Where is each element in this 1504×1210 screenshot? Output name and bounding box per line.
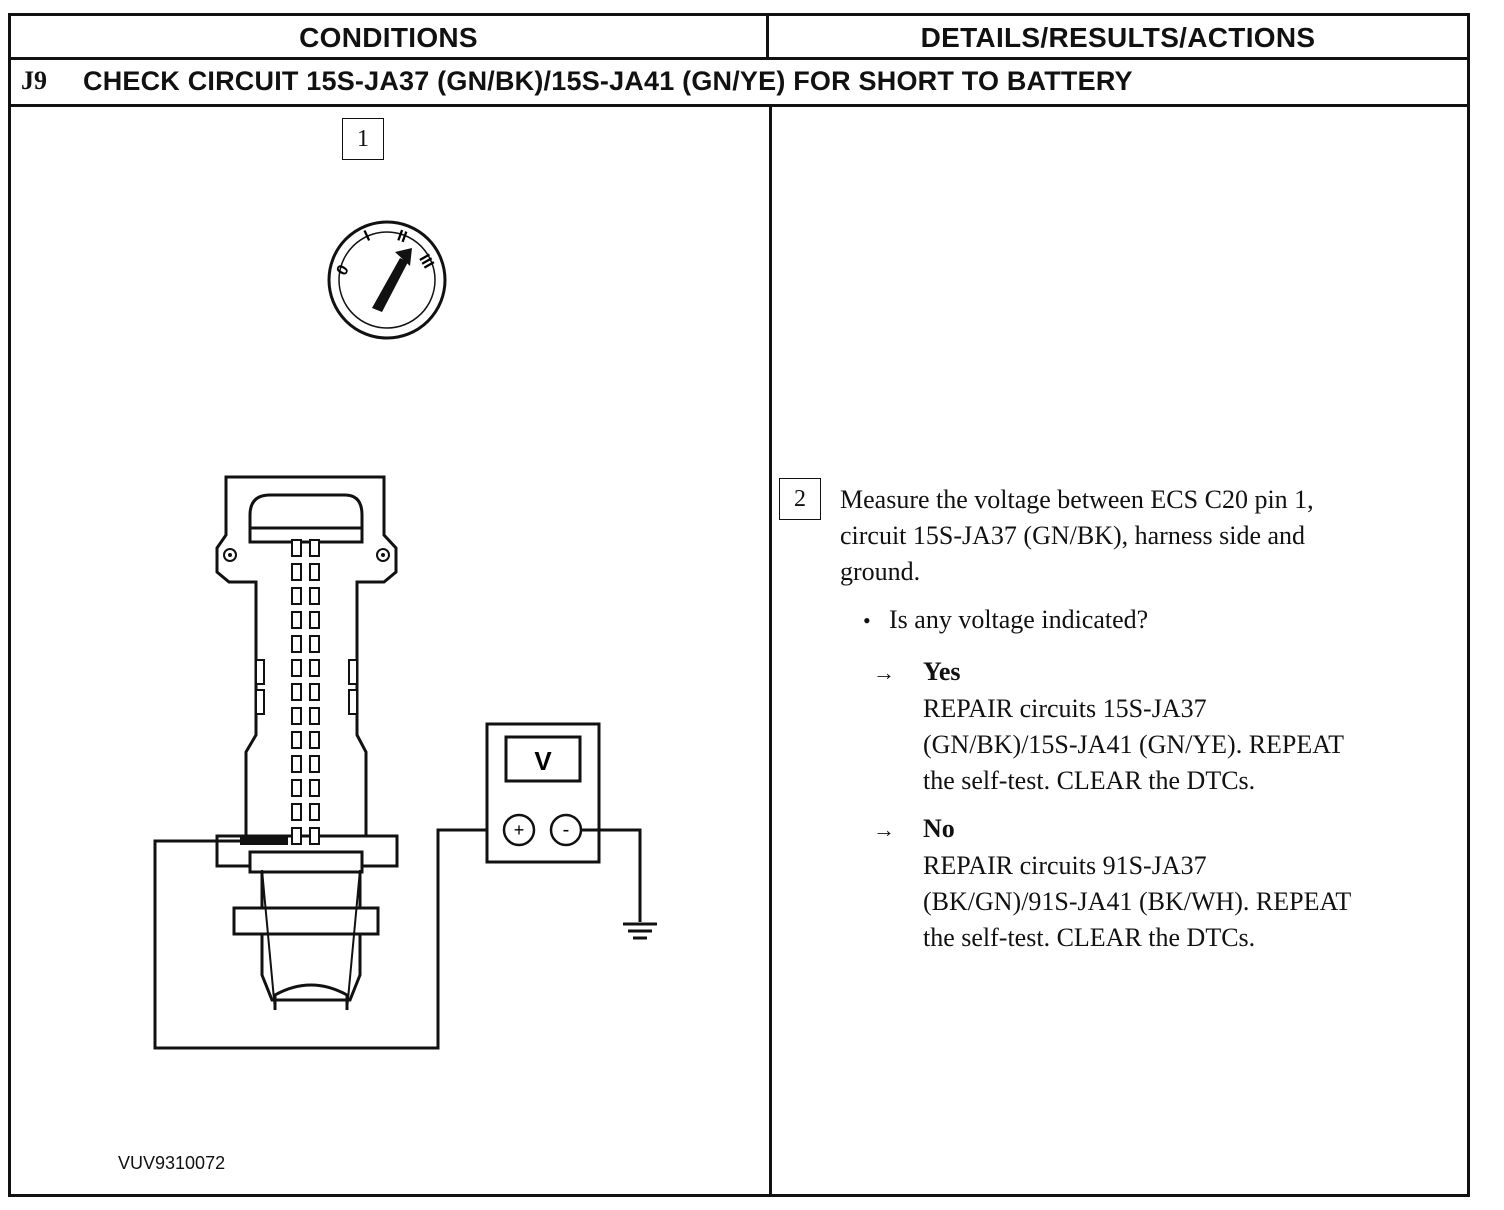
header-conditions: CONDITIONS <box>11 16 769 57</box>
yes-line-3: the self-test. CLEAR the DTCs. <box>923 766 1256 795</box>
step-title: CHECK CIRCUIT 15S-JA37 (GN/BK)/15S-JA41 … <box>83 66 1133 96</box>
question-text: Is any voltage indicated? <box>889 605 1149 634</box>
connector-pin <box>291 731 302 749</box>
instruction-line-2: circuit 15S-JA37 (GN/BK), harness side a… <box>840 521 1306 550</box>
yes-line-2: (GN/BK)/15S-JA41 (GN/YE). REPEAT <box>923 730 1345 759</box>
yes-line-1: REPAIR circuits 15S-JA37 <box>923 694 1207 723</box>
instruction-text: Measure the voltage between ECS C20 pin … <box>840 482 1450 590</box>
connector-pin <box>309 611 320 629</box>
connector-pin <box>309 707 320 725</box>
meter-plus-terminal: + <box>514 820 525 840</box>
no-line-1: REPAIR circuits 91S-JA37 <box>923 851 1207 880</box>
no-line-3: the self-test. CLEAR the DTCs. <box>923 923 1256 952</box>
connector-pin <box>291 659 302 677</box>
connector-pin <box>309 683 320 701</box>
instruction-line-1: Measure the voltage between ECS C20 pin … <box>840 485 1314 514</box>
connector-pin <box>291 707 302 725</box>
connector-pin <box>309 803 320 821</box>
connector-pin <box>291 755 302 773</box>
no-label: No <box>923 814 955 843</box>
connector-pin <box>291 539 302 557</box>
connector-pin <box>291 611 302 629</box>
connector-pin <box>309 563 320 581</box>
ignition-position-1: I <box>362 228 373 245</box>
column-divider <box>769 107 772 1197</box>
figure-id: VUV9310072 <box>118 1153 226 1173</box>
no-line-2: (BK/GN)/91S-JA41 (BK/WH). REPEAT <box>923 887 1352 916</box>
no-branch: → No REPAIR circuits 91S-JA37 (BK/GN)/91S… <box>873 811 1351 956</box>
step-box-2: 2 <box>779 478 821 520</box>
ground-icon <box>581 828 657 940</box>
connector-pin <box>309 827 320 845</box>
connector-pin <box>291 803 302 821</box>
probe-lead <box>153 828 503 1050</box>
ignition-switch-icon: 0 I II III <box>327 220 447 340</box>
connector-pin <box>309 539 320 557</box>
diagnostic-table: CONDITIONS DETAILS/RESULTS/ACTIONS J9 CH… <box>8 13 1470 1197</box>
connector-pin <box>309 755 320 773</box>
connector-pin <box>291 779 302 797</box>
connector-pins <box>291 539 320 845</box>
question-bullet: • Is any voltage indicated? <box>863 604 1148 637</box>
yes-label: Yes <box>923 657 961 686</box>
connector-pin <box>291 635 302 653</box>
step-id: J9 <box>21 66 47 95</box>
yes-branch: → Yes REPAIR circuits 15S-JA37 (GN/BK)/15… <box>873 654 1344 799</box>
connector-pin <box>291 683 302 701</box>
instruction-line-3: ground. <box>840 557 921 586</box>
arrow-right-icon: → <box>873 817 895 842</box>
connector-pin <box>291 827 302 845</box>
step-row: J9 CHECK CIRCUIT 15S-JA37 (GN/BK)/15S-JA… <box>11 60 1467 107</box>
step-box-1: 1 <box>342 118 384 160</box>
header-details: DETAILS/RESULTS/ACTIONS <box>920 22 1316 53</box>
connector-pin <box>309 659 320 677</box>
connector-pin <box>309 587 320 605</box>
connector-pin <box>309 731 320 749</box>
meter-symbol: V <box>534 746 552 776</box>
bullet-icon: • <box>863 608 871 633</box>
voltmeter-icon: V + - <box>485 722 601 864</box>
connector-icon <box>215 475 399 1011</box>
connector-pin <box>309 635 320 653</box>
connector-pin <box>309 779 320 797</box>
meter-minus-terminal: - <box>563 819 570 841</box>
table-header: CONDITIONS DETAILS/RESULTS/ACTIONS <box>11 16 1467 60</box>
connector-pin <box>291 587 302 605</box>
arrow-right-icon: → <box>873 660 895 685</box>
connector-pin <box>291 563 302 581</box>
